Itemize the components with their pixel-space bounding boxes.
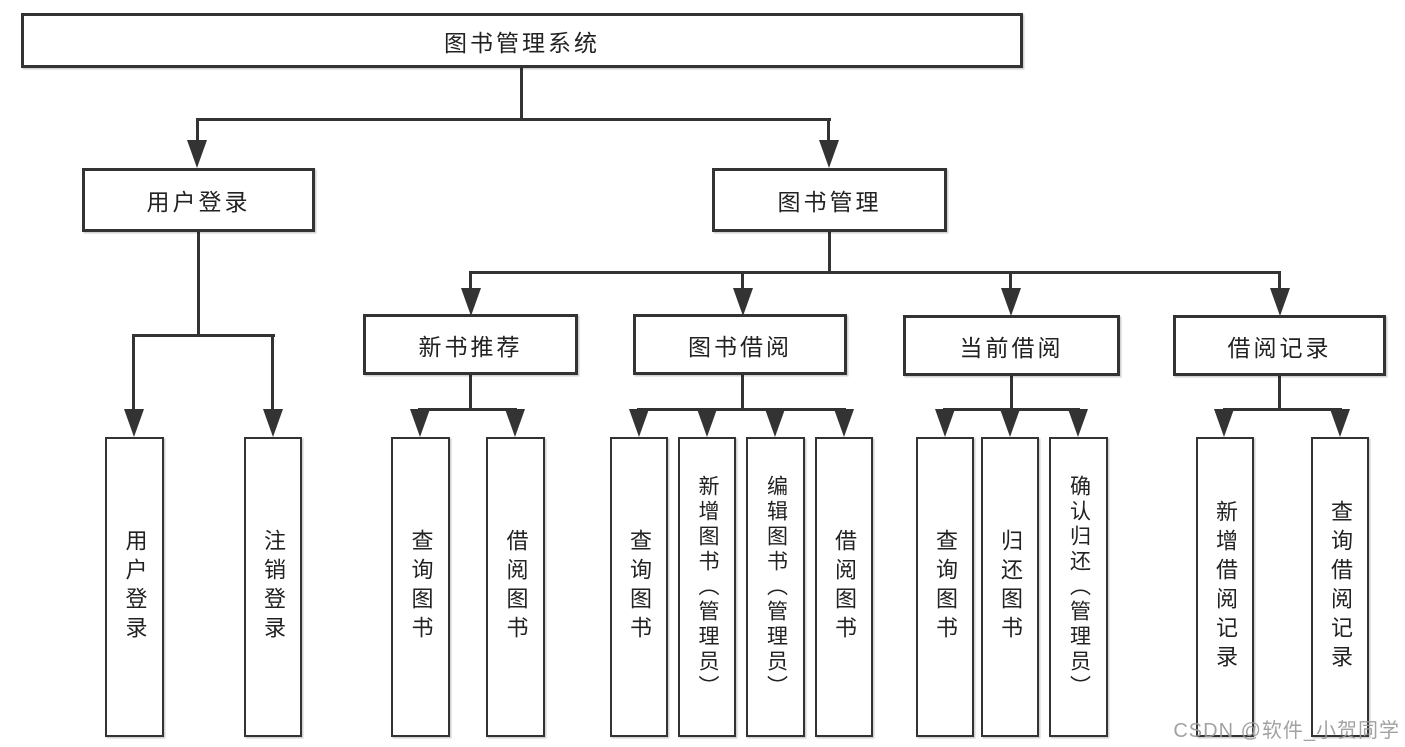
connector-user-login-drop: [197, 231, 200, 337]
leaf-query-borrow-record: 查询借阅记录: [1311, 437, 1369, 737]
arrowhead-leaf-borrow-books-1: [505, 409, 525, 437]
node-book-borrow: 图书借阅: [633, 314, 847, 375]
arrowhead-leaf-edit-book: [765, 409, 785, 437]
arrowhead-leaf-query-books-2: [629, 409, 649, 437]
leaf-confirm-return-admin-label: 确认归还（管理员）: [1067, 474, 1091, 700]
connector-book-borrow-branch: [637, 408, 846, 411]
leaf-logout-label: 注销登录: [261, 529, 286, 645]
connector-root-drop: [520, 68, 523, 121]
connector-stub-current-borrow: [1009, 271, 1012, 290]
connector-borrow-records-branch: [1223, 408, 1342, 411]
connector-new-book-drop: [469, 374, 472, 411]
leaf-query-books-3: 查询图书: [916, 437, 974, 737]
connector-user-login-branch: [132, 334, 275, 337]
connector-user-login-stub-left: [132, 334, 135, 411]
node-book-management: 图书管理: [712, 168, 947, 232]
leaf-return-book-label: 归还图书: [998, 529, 1023, 645]
arrowhead-leaf-borrow-books-2: [834, 409, 854, 437]
arrowhead-leaf-confirm-return: [1068, 409, 1088, 437]
node-borrow-records-label: 借阅记录: [1227, 334, 1332, 361]
connector-stub-book-borrow: [741, 271, 744, 290]
leaf-query-borrow-record-label: 查询借阅记录: [1328, 500, 1353, 674]
connector-stub-borrow-records: [1278, 271, 1281, 290]
node-current-borrow: 当前借阅: [903, 315, 1120, 376]
leaf-query-books-3-label: 查询图书: [933, 529, 958, 645]
arrowhead-leaf-query-books-3: [935, 409, 955, 437]
leaf-user-login-label: 用户登录: [122, 529, 148, 645]
arrowhead-leaf-query-books-1: [410, 409, 430, 437]
leaf-add-borrow-record: 新增借阅记录: [1196, 437, 1254, 737]
leaf-borrow-books-2: 借阅图书: [815, 437, 873, 737]
arrowhead-book-borrow: [733, 288, 753, 316]
node-new-book-recommend: 新书推荐: [363, 314, 578, 375]
connector-user-login-stub-right: [271, 334, 274, 411]
connector-book-management-drop: [828, 231, 831, 274]
leaf-edit-book-admin: 编辑图书（管理员）: [746, 437, 805, 737]
arrowhead-borrow-records: [1270, 288, 1290, 316]
leaf-query-books-2: 查询图书: [610, 437, 668, 737]
arrowhead-leaf-query-borrow-record: [1330, 409, 1350, 437]
arrowhead-book-management: [819, 140, 839, 168]
arrowhead-new-book-recommend: [461, 288, 481, 316]
node-library-management-system: 图书管理系统: [21, 13, 1023, 68]
connector-stub-new-book: [469, 271, 472, 290]
leaf-borrow-books-1-label: 借阅图书: [503, 529, 529, 645]
connector-new-book-branch: [418, 408, 517, 411]
leaf-confirm-return-admin: 确认归还（管理员）: [1049, 437, 1108, 737]
node-new-book-recommend-label: 新书推荐: [418, 333, 523, 360]
leaf-borrow-books-1: 借阅图书: [486, 437, 545, 737]
leaf-borrow-books-2-label: 借阅图书: [832, 529, 857, 645]
arrowhead-current-borrow: [1001, 288, 1021, 316]
connector-book-management-branch: [469, 271, 1281, 274]
arrowhead-leaf-add-book: [697, 409, 717, 437]
connector-root-branch: [196, 118, 831, 121]
connector-root-stub-left: [196, 118, 199, 144]
leaf-edit-book-admin-label: 编辑图书（管理员）: [764, 474, 788, 700]
leaf-add-book-admin-label: 新增图书（管理员）: [696, 474, 719, 700]
leaf-add-borrow-record-label: 新增借阅记录: [1213, 500, 1238, 674]
leaf-add-book-admin: 新增图书（管理员）: [678, 437, 736, 737]
node-user-login-label: 用户登录: [146, 189, 251, 215]
connector-root-stub-right: [827, 118, 830, 144]
arrowhead-user-login: [187, 140, 207, 168]
connector-book-borrow-drop: [741, 374, 744, 411]
node-book-borrow-label: 图书借阅: [688, 333, 792, 360]
node-borrow-records: 借阅记录: [1173, 315, 1386, 376]
leaf-query-books-1: 查询图书: [391, 437, 450, 737]
arrowhead-leaf-return-book: [1000, 409, 1020, 437]
leaf-logout: 注销登录: [244, 437, 302, 737]
connector-borrow-records-drop: [1278, 375, 1281, 411]
csdn-watermark: CSDN @软件_小贺同学: [1173, 720, 1400, 742]
leaf-user-login: 用户登录: [105, 437, 164, 737]
arrowhead-leaf-logout: [263, 409, 283, 437]
arrowhead-leaf-user-login: [124, 409, 144, 437]
node-current-borrow-label: 当前借阅: [959, 334, 1064, 361]
connector-current-borrow-drop: [1010, 375, 1013, 411]
node-library-management-system-label: 图书管理系统: [444, 29, 600, 56]
leaf-return-book: 归还图书: [981, 437, 1039, 737]
node-user-login: 用户登录: [82, 168, 315, 232]
leaf-query-books-1-label: 查询图书: [408, 529, 434, 645]
node-book-management-label: 图书管理: [777, 189, 882, 215]
arrowhead-leaf-add-borrow-record: [1214, 409, 1234, 437]
leaf-query-books-2-label: 查询图书: [627, 529, 652, 645]
